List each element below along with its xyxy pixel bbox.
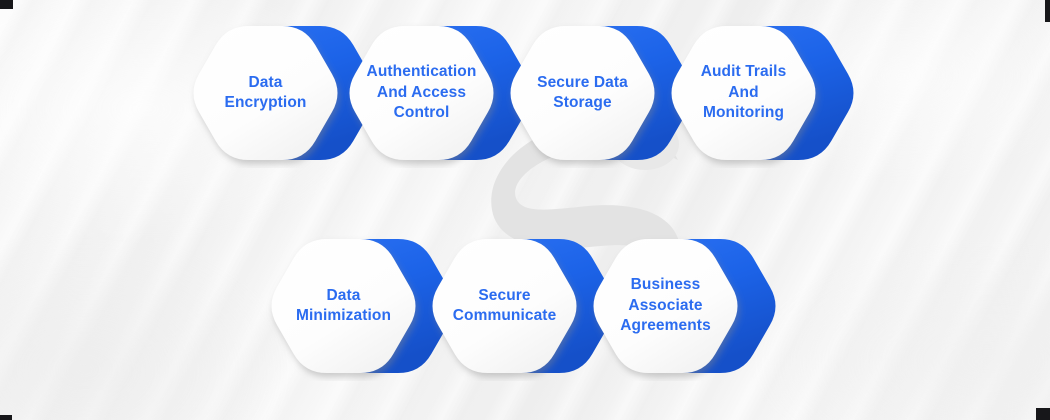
hex-node-secure-data-storage[interactable]: Secure Data Storage: [505, 26, 698, 160]
corner-marker-top-right: [1045, 0, 1050, 22]
hex-card-shape: [266, 239, 429, 381]
hex-node-secure-communicate[interactable]: Secure Communicate: [427, 239, 620, 373]
hex-card-shape: [344, 26, 507, 168]
hex-card-shape: [505, 26, 668, 168]
hex-node-audit-trails-monitoring[interactable]: Audit Trails And Monitoring: [666, 26, 859, 160]
hex-card-shape: [588, 239, 751, 381]
hex-node-business-associate[interactable]: Business Associate Agreements: [588, 239, 781, 373]
hex-card-shape: [188, 26, 351, 168]
hex-card-shape: [666, 26, 829, 168]
corner-marker-bottom-right: [1036, 408, 1050, 420]
corner-marker-bottom-left: [0, 415, 12, 420]
corner-marker-top-left: [0, 0, 13, 9]
hex-card-shape: [427, 239, 590, 381]
